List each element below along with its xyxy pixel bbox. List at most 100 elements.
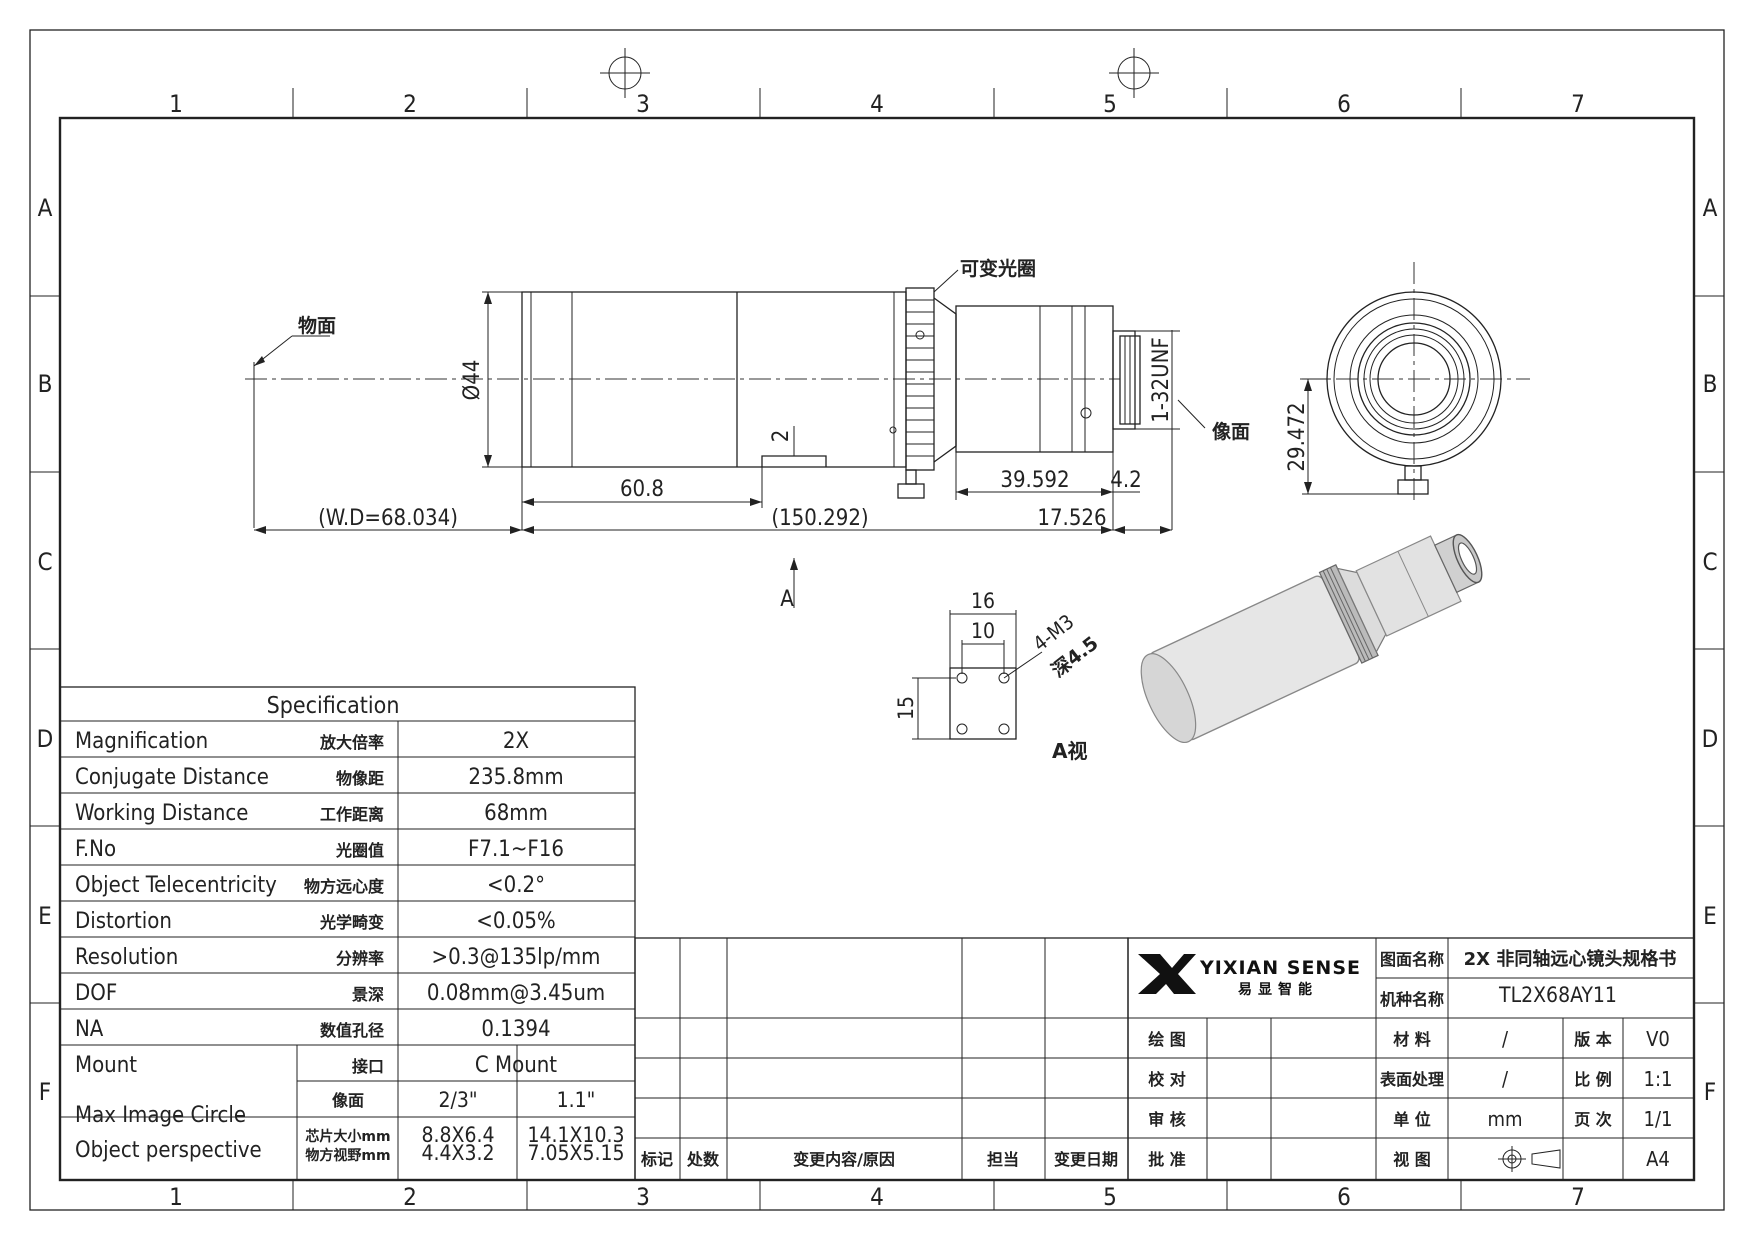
view-arrow-label: A [780,587,794,612]
unit-value: mm [1487,1107,1522,1131]
view-a-dim-15: 15 [894,696,918,720]
spec-cn-image-plane: 像面 [332,1091,364,1110]
row-label-left-e: E [38,902,52,930]
row-label-right-a: A [1703,194,1718,222]
revision-header-mark: 标记 [640,1150,673,1169]
surface-label: 表面处理 [1379,1070,1444,1089]
spec-chip-2-3: 8.8X6.4 [421,1123,494,1147]
dim-mount-thread: 1-32UNF [1149,337,1174,423]
role-reviewed: 审 核 [1148,1110,1186,1129]
drawing-name-label: 图面名称 [1380,950,1444,969]
spec-cn-chip-size: 芯片大小mm [305,1128,390,1145]
col-label-bottom-1: 1 [169,1183,183,1211]
dim-working-distance: (W.D=68.034) [318,506,458,531]
specification-table: Specification Magnification 放大倍率 2X Conj… [59,686,636,1181]
row-label-right-e: E [1703,902,1717,930]
material-value: / [1502,1027,1509,1051]
spec-value-magnification: 2X [503,729,529,754]
unit-label: 单 位 [1393,1110,1431,1129]
dim-slot-depth: 2 [769,430,794,443]
spec-cn-working-distance: 工作距离 [320,805,384,824]
row-label-right-f: F [1704,1078,1716,1106]
title-block: YIXIAN SENSE 易显智能 图面名称 2X 非同轴远心镜头规格书 机种名… [1127,937,1695,1181]
dim-39-592: 39.592 [1000,468,1069,493]
drawing-name: 2X 非同轴远心镜头规格书 [1464,948,1677,970]
spec-value-distortion: <0.05% [476,909,555,934]
view-a-dim-16: 16 [971,589,995,613]
scale-value: 1:1 [1644,1067,1673,1091]
role-approved: 批 准 [1148,1150,1186,1169]
col-label-bottom-5: 5 [1103,1183,1117,1211]
spec-label-na: NA [75,1017,104,1042]
col-label-top-6: 6 [1337,90,1351,118]
model-number: TL2X68AY11 [1498,983,1617,1007]
row-label-right-c: C [1702,548,1717,576]
model-label: 机种名称 [1380,990,1444,1009]
revision-table: 标记 处数 变更内容/原因 担当 变更日期 [634,937,1129,1181]
iris-label: 可变光圈 [960,257,1036,280]
page-value: 1/1 [1644,1107,1673,1131]
centering-mark-left [600,48,650,98]
spec-label-magnification: Magnification [75,729,208,754]
spec-label-distortion: Distortion [75,909,172,934]
spec-value-resolution: >0.3@135lp/mm [432,945,601,970]
col-label-bottom-4: 4 [870,1183,884,1211]
spec-value-mount: C Mount [475,1053,557,1078]
row-label-left-b: B [38,370,53,398]
spec-chip-1-1: 14.1X10.3 [527,1123,624,1147]
brand-logo: YIXIAN SENSE 易显智能 [1138,954,1361,998]
spec-cn-mount: 接口 [352,1057,384,1076]
spec-label-dof: DOF [75,981,117,1006]
spec-sensor-2-3: 2/3" [438,1088,477,1112]
brand-cn: 易显智能 [1238,981,1318,998]
row-label-left-a: A [38,194,53,222]
lens-end-view: 29.472 [1285,262,1530,500]
spec-value-telecentricity: <0.2° [487,873,545,898]
spec-value-na: 0.1394 [481,1017,550,1042]
view-a-mounting: 16 10 15 4-M3 深4.5 A视 [894,589,1103,763]
revision-header-content: 变更内容/原因 [793,1150,895,1169]
col-label-top-4: 4 [870,90,884,118]
spec-sensor-1-1: 1.1" [557,1088,596,1112]
spec-cn-na: 数值孔径 [320,1021,384,1040]
object-plane-label: 物面 [298,314,336,337]
dim-4-2: 4.2 [1110,468,1141,493]
dim-60-8: 60.8 [620,477,664,502]
revision-header-owner: 担当 [987,1150,1019,1169]
spec-label-working-distance: Working Distance [75,801,248,826]
col-label-top-5: 5 [1103,90,1117,118]
revision-header-date: 变更日期 [1054,1150,1118,1169]
spec-cn-distortion: 光学畸变 [319,913,384,932]
spec-label-mount: Mount [75,1053,137,1078]
spec-cn-conjugate-distance: 物像距 [336,769,384,788]
page-label: 页 次 [1574,1110,1612,1129]
col-label-bottom-3: 3 [636,1183,650,1211]
row-label-left-f: F [39,1078,51,1106]
spec-label-conjugate-distance: Conjugate Distance [75,765,269,790]
spec-value-working-distance: 68mm [484,801,548,826]
col-label-top-1: 1 [169,90,183,118]
spec-label-telecentricity: Object Telecentricity [75,873,277,898]
border-frame: 1 2 3 4 5 6 7 1 2 3 4 5 6 7 A B C D E F … [29,29,1725,1211]
dim-diameter: Ø44 [460,360,485,401]
version-value: V0 [1646,1027,1670,1051]
spec-cn-resolution: 分辨率 [336,949,384,968]
row-label-right-d: D [1702,725,1719,753]
spec-label-resolution: Resolution [75,945,178,970]
version-label: 版 本 [1573,1030,1612,1049]
spec-fov-1-1: 7.05X5.15 [527,1141,624,1165]
view-a-title: A视 [1052,739,1087,763]
centering-mark-right [1109,48,1159,98]
spec-value-conjugate-distance: 235.8mm [468,765,563,790]
paper-size: A4 [1646,1147,1670,1171]
spec-value-fno: F7.1~F16 [468,837,564,862]
surface-value: / [1502,1067,1509,1091]
spec-cn-dof: 景深 [352,985,384,1004]
spec-fov-2-3: 4.4X3.2 [421,1141,494,1165]
brand-name: YIXIAN SENSE [1199,957,1361,979]
lens-isometric-illustration [1140,533,1483,743]
role-checked: 校 对 [1148,1070,1186,1089]
dim-29-472: 29.472 [1285,402,1310,471]
col-label-bottom-2: 2 [403,1183,417,1211]
role-drawn: 绘 图 [1148,1030,1186,1049]
